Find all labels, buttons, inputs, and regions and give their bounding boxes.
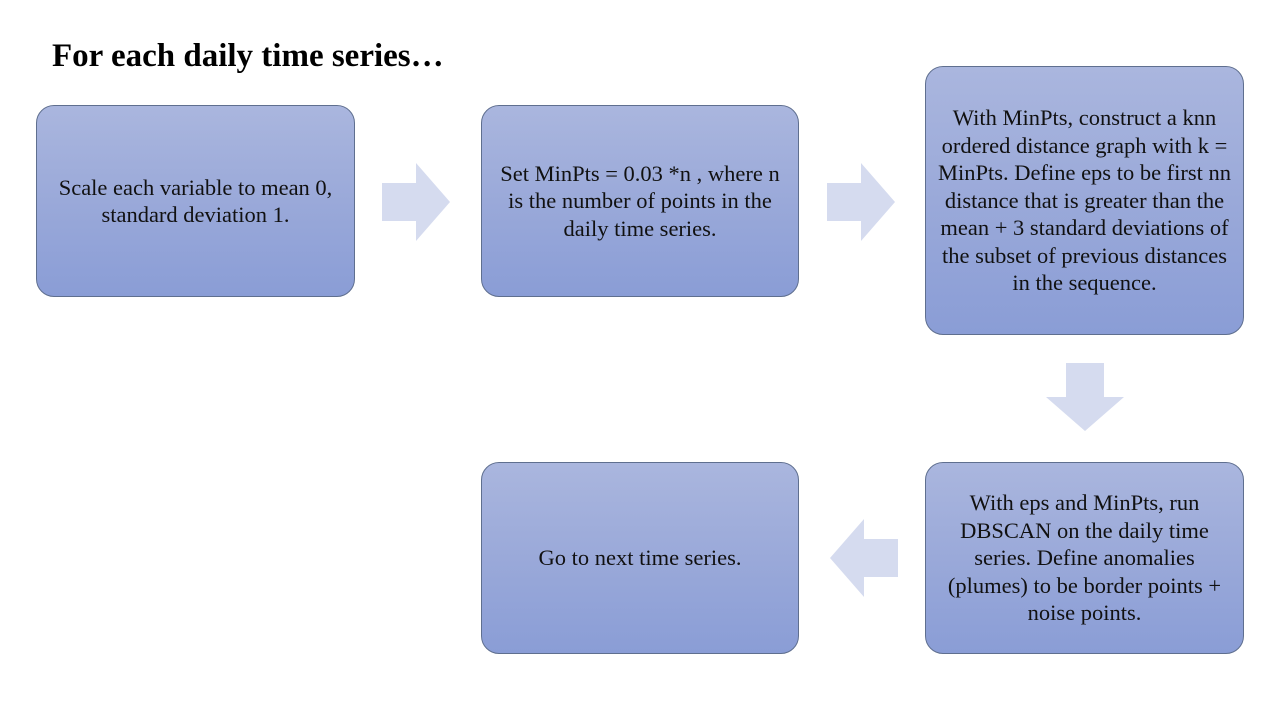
step-5-text: Go to next time series. <box>538 545 742 571</box>
arrow-right-icon <box>827 163 895 241</box>
arrow-down-icon <box>1046 363 1124 431</box>
step-4-text: With eps and MinPts, run DBSCAN on the d… <box>947 490 1222 626</box>
step-1-text: Scale each variable to mean 0, standard … <box>58 174 333 228</box>
step-4-dbscan-box: With eps and MinPts, run DBSCAN on the d… <box>925 462 1244 654</box>
arrow-right-icon <box>382 163 450 241</box>
arrow-left-icon <box>830 519 898 597</box>
step-2-text: Set MinPts = 0.03 *n , where n is the nu… <box>500 160 780 241</box>
step-1-scale-box: Scale each variable to mean 0, standard … <box>36 105 355 297</box>
step-3-knn-graph-box: With MinPts, construct a knn ordered dis… <box>925 66 1244 335</box>
slide-title: For each daily time series… <box>52 38 444 74</box>
step-2-minpts-box: Set MinPts = 0.03 *n , where n is the nu… <box>481 105 799 297</box>
step-5-next-series-box: Go to next time series. <box>481 462 799 654</box>
step-3-text: With MinPts, construct a knn ordered dis… <box>937 105 1232 296</box>
